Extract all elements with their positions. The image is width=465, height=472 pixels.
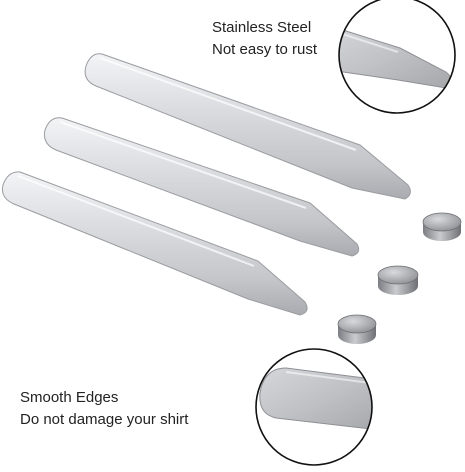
magnet-top xyxy=(422,212,462,241)
caption-bottom-line2: Do not damage your shirt xyxy=(20,411,189,428)
magnet-middle xyxy=(377,265,419,295)
zoom-circle-icon xyxy=(255,348,373,466)
caption-bottom-line1: Smooth Edges xyxy=(20,389,119,406)
magnet-bottom xyxy=(337,314,377,344)
caption-top-line2: Not easy to rust xyxy=(212,41,318,58)
collar-stay-front xyxy=(2,171,308,316)
zoom-circle-icon xyxy=(338,0,456,114)
collar-stay-middle xyxy=(44,117,360,257)
caption-smooth-edges: Smooth Edges Do not damage your shirt xyxy=(20,387,188,431)
caption-top-line1: Stainless Steel xyxy=(212,19,312,36)
collar-stay-back xyxy=(84,53,411,200)
caption-stainless-steel: Stainless Steel Not easy to rust xyxy=(212,17,317,61)
